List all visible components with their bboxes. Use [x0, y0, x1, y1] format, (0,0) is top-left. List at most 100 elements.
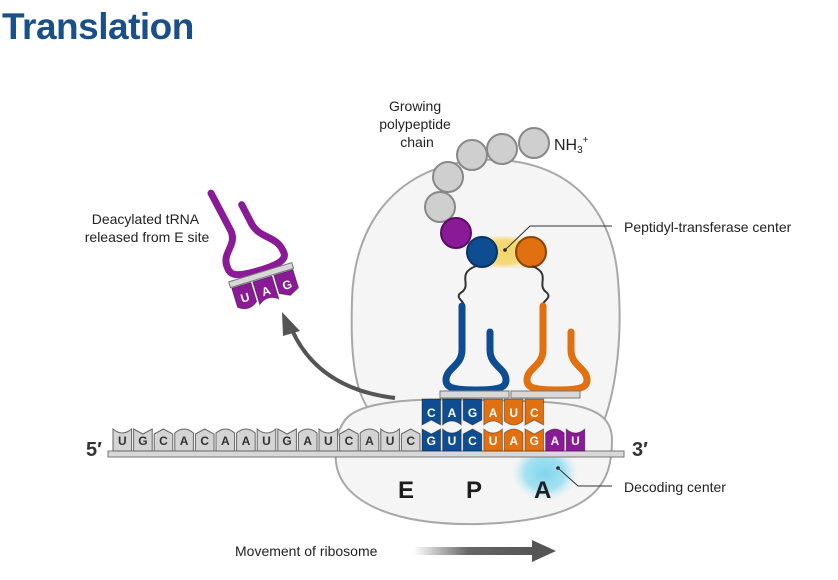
trna-a-site	[510, 302, 591, 399]
nh3-text: NH	[554, 137, 577, 154]
base-shape	[483, 398, 503, 427]
base-A: A	[215, 428, 236, 452]
deacylated-line-2: released from E site	[85, 229, 210, 245]
deacylated-line-1: Deacylated tRNA	[92, 211, 200, 227]
amino-acid	[456, 139, 488, 171]
base-A: A	[252, 275, 280, 306]
base-shape	[231, 281, 258, 310]
base-U: U	[442, 427, 462, 452]
base-shape	[503, 428, 524, 452]
base-C: C	[339, 428, 359, 452]
base-shape	[297, 428, 318, 452]
base-C: C	[194, 428, 215, 452]
base-G: G	[524, 428, 545, 452]
base-shape	[153, 428, 174, 452]
decoding-callout	[556, 466, 612, 487]
base-letter: U	[509, 406, 518, 420]
base-letter: C	[468, 434, 477, 448]
base-C: C	[524, 398, 545, 426]
release-arrow	[282, 312, 396, 400]
base-shape	[380, 427, 400, 452]
base-letter: G	[281, 277, 294, 293]
p-site-linker	[457, 265, 477, 307]
base-letter: G	[138, 434, 147, 448]
nh3-superscript: +	[583, 135, 589, 146]
base-C: C	[153, 428, 174, 452]
decoding-center-glow	[512, 445, 578, 501]
base-shape	[524, 398, 545, 426]
base-shape	[462, 398, 483, 426]
nh3-subscript: 3	[577, 145, 583, 156]
base-shape	[133, 428, 153, 452]
base-U: U	[231, 281, 258, 310]
base-shape	[524, 428, 545, 452]
base-G: G	[462, 398, 483, 426]
base-letter: A	[448, 406, 457, 420]
base-letter: C	[427, 406, 436, 420]
base-shape	[359, 428, 380, 452]
base-letter: A	[242, 434, 251, 448]
site-e-label: E	[398, 477, 414, 504]
base-U: U	[503, 398, 524, 426]
base-letter: A	[365, 434, 374, 448]
a-site-linker	[531, 265, 550, 307]
base-letter: C	[200, 434, 209, 448]
amino-acid	[424, 191, 456, 223]
base-letter: U	[386, 434, 395, 448]
base-letter: A	[221, 434, 230, 448]
base-shape	[421, 428, 442, 452]
base-A: A	[174, 428, 194, 452]
base-letter: G	[468, 406, 477, 420]
movement-arrow	[414, 540, 556, 562]
base-shape	[421, 398, 442, 426]
base-letter: A	[551, 434, 560, 448]
base-letter: A	[180, 434, 189, 448]
base-U: U	[565, 427, 586, 452]
decoding-center-label: Decoding center	[624, 479, 726, 495]
base-letter: U	[448, 434, 457, 448]
base-A: A	[483, 398, 503, 427]
base-U: U	[318, 427, 339, 452]
base-C: C	[462, 428, 483, 452]
base-G: G	[421, 428, 442, 452]
base-letter: U	[489, 434, 498, 448]
base-shape	[565, 427, 586, 452]
base-shape	[112, 427, 133, 452]
base-letter: U	[118, 434, 127, 448]
amino-acid-a-site	[515, 236, 547, 268]
amino-acid	[432, 161, 464, 193]
base-letter: C	[159, 434, 168, 448]
base-letter: G	[427, 434, 436, 448]
base-shape	[236, 428, 256, 452]
base-shape	[462, 428, 483, 452]
base-A: A	[442, 398, 462, 427]
base-letter: U	[262, 434, 271, 448]
base-U: U	[380, 427, 400, 452]
base-letter: G	[282, 434, 291, 448]
site-p-label: P	[466, 477, 482, 504]
base-U: U	[256, 427, 277, 452]
amino-acid-purple	[440, 217, 472, 249]
base-shape	[256, 427, 277, 452]
base-A: A	[297, 428, 318, 452]
five-prime-label: 5′	[86, 439, 102, 461]
base-A: A	[545, 428, 565, 452]
base-shape	[277, 428, 297, 452]
base-letter: U	[571, 434, 580, 448]
movement-label: Movement of ribosome	[235, 543, 378, 559]
amino-acid	[486, 133, 518, 165]
base-shape	[545, 428, 565, 452]
base-letter: C	[530, 406, 539, 420]
base-A: A	[503, 428, 524, 452]
amino-acid	[518, 127, 550, 159]
three-prime-label: 3′	[632, 439, 648, 461]
base-shape	[400, 428, 421, 452]
base-C: C	[400, 428, 421, 452]
base-shape	[483, 427, 503, 452]
base-shape	[442, 427, 462, 452]
peptidyl-transferase-label: Peptidyl-transferase center	[624, 219, 792, 235]
base-A: A	[359, 428, 380, 452]
